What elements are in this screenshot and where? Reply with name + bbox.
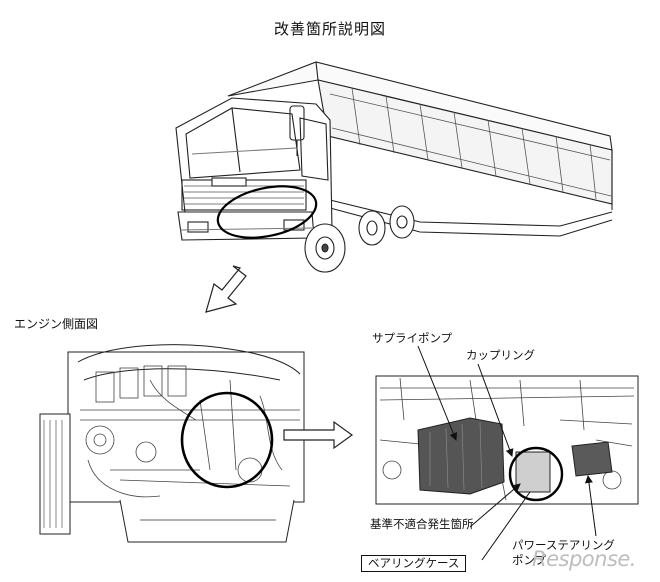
coupling-label: カップリング	[466, 348, 535, 362]
leader-bearing-case	[481, 491, 531, 561]
truck-highlight-ellipse	[216, 185, 318, 239]
engine-view-label: エンジン側面図	[14, 317, 99, 331]
power-steering-pump-mass	[571, 441, 613, 477]
leader-lines	[417, 345, 597, 561]
engine-highlight-circle	[180, 391, 274, 489]
truck-cab	[175, 97, 333, 241]
truck-illustration	[175, 61, 613, 273]
leader-nonconformity	[469, 483, 521, 528]
detail-highlight-circle	[508, 446, 564, 502]
leader-supply-pump	[417, 345, 458, 441]
zoomed-detail	[375, 375, 639, 505]
leader-coupling	[477, 363, 514, 457]
rear-wheels	[358, 205, 415, 246]
front-wheel	[304, 223, 346, 273]
supply-pump-label: サプライポンプ	[372, 331, 453, 345]
leader-power-steering	[584, 475, 597, 537]
response-watermark: Response.	[532, 547, 636, 571]
cargo-box	[227, 61, 613, 210]
nonconformity-location-label: 基準不適合発生箇所	[370, 517, 474, 531]
engine-side-view	[39, 344, 305, 543]
diagram-title: 改善箇所説明図	[273, 20, 386, 38]
down-arrow	[205, 265, 247, 313]
right-arrow	[283, 420, 354, 450]
bearing-case-label: ベアリングケース	[361, 555, 467, 572]
power-steering-pump-label-line1: パワーステアリング	[512, 538, 615, 552]
supply-pump-mass	[417, 417, 505, 495]
power-steering-pump-label: パワーステアリング ポンプ	[512, 538, 615, 568]
power-steering-pump-label-line2: ポンプ	[512, 553, 547, 567]
